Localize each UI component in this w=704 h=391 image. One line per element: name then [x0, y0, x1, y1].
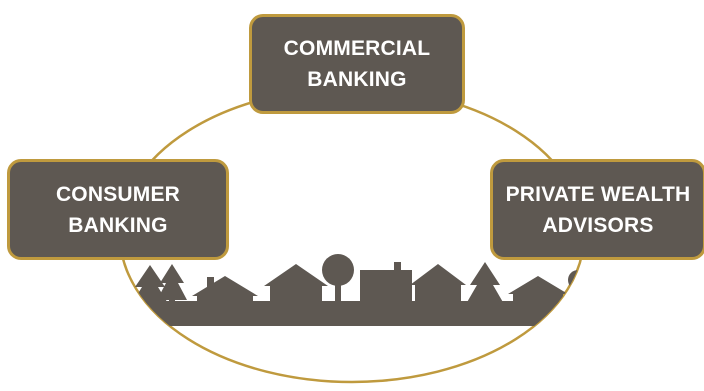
pine-tree-icon — [131, 264, 187, 305]
town-skyline — [120, 254, 584, 326]
house-icon — [192, 276, 258, 304]
house-icon — [508, 276, 568, 304]
commercial-banking-line1: COMMERCIAL — [283, 37, 431, 60]
commercial-banking-line2: BANKING — [307, 68, 407, 91]
building-icon — [360, 262, 412, 304]
house-icon — [410, 264, 466, 304]
pine-tree-icon — [466, 262, 504, 304]
private-wealth-line2: ADVISORS — [542, 213, 654, 237]
private-wealth-advisors-box: PRIVATE WEALTH ADVISORS — [490, 159, 704, 260]
private-wealth-line1: PRIVATE WEALTH — [505, 182, 691, 206]
consumer-banking-box: CONSUMER BANKING — [7, 159, 229, 260]
house-icon — [264, 264, 328, 304]
commercial-banking-box: COMMERCIAL BANKING — [249, 14, 465, 114]
consumer-banking-line2: BANKING — [68, 213, 168, 237]
consumer-banking-line1: CONSUMER — [55, 182, 181, 206]
ground-strip — [120, 301, 584, 326]
round-tree-icon — [322, 254, 354, 302]
